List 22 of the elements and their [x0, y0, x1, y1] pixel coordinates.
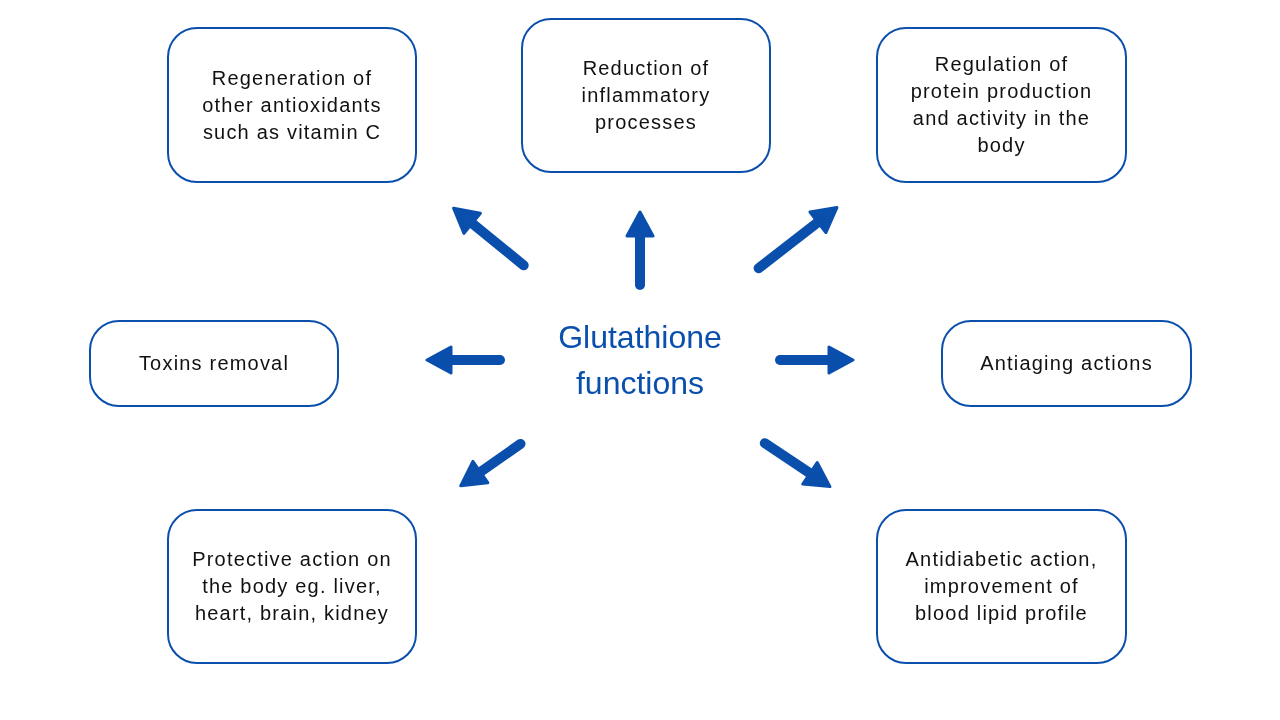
- arrow: [425, 345, 505, 375]
- arrow: [753, 206, 839, 274]
- function-text: Regulation of protein production and activity in the body: [909, 52, 1094, 158]
- arrow: [759, 438, 832, 489]
- function-box: [876, 27, 1127, 183]
- arrow: [775, 345, 855, 375]
- function-text: Reduction of inflammatory processes: [580, 56, 712, 135]
- function-text: Toxins removal: [138, 351, 290, 376]
- function-box: [521, 18, 771, 173]
- function-text: Regeneration of other antioxidants such as vitamin C: [201, 65, 383, 145]
- arrow: [625, 210, 655, 290]
- function-box: [941, 320, 1192, 407]
- center-title: Glutathione functions: [550, 314, 730, 406]
- function-box: [89, 320, 339, 407]
- arrow: [459, 438, 526, 488]
- function-text: Antidiabetic action, improvement of blood lipid profile: [904, 547, 1099, 626]
- function-box: [167, 27, 417, 183]
- function-text: Antiaging actions: [980, 351, 1153, 376]
- function-box: [876, 509, 1127, 664]
- function-text: Protective action on the body eg. liver, heart, brain, kidney: [191, 547, 393, 626]
- arrow: [452, 206, 529, 271]
- function-box: [167, 509, 417, 664]
